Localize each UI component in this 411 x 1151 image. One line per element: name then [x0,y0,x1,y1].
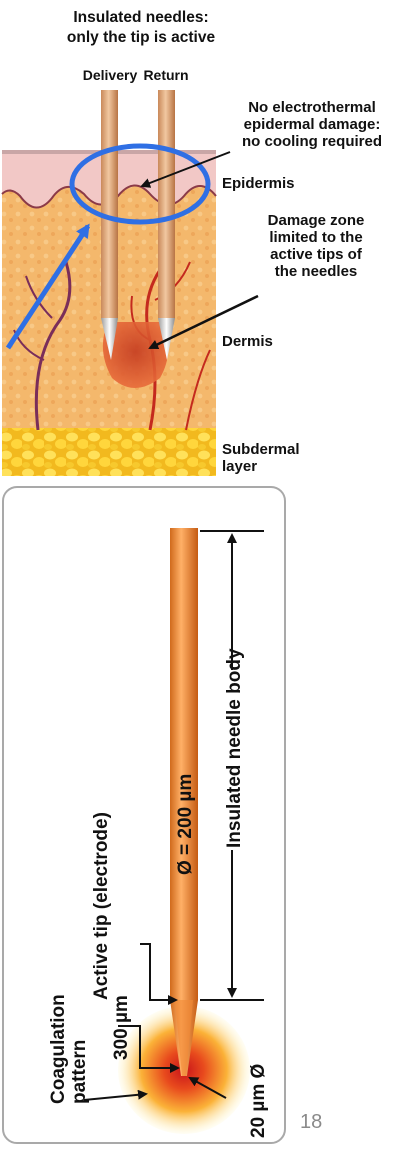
coagulation-line-2: pattern [69,1040,90,1104]
skin-cross-section [2,90,258,476]
return-needle [158,90,175,318]
return-label: Return [143,67,188,83]
needle-body-label: Insulated needle body [224,648,245,848]
damage-zone-line-4: the needles [275,263,358,280]
title-line-2: only the tip is active [67,29,216,46]
dermis-label: Dermis [222,333,273,350]
delivery-needle [101,90,118,318]
no-damage-line-3: no cooling required [242,133,382,150]
active-tip-label: Active tip (electrode) [91,812,112,1000]
diameter-label: Ø = 200 µm [175,774,196,875]
damage-zone-line-2: limited to the [269,229,362,246]
coagulation-line-1: Coagulation [48,994,69,1104]
no-damage-line-1: No electrothermal [248,99,376,116]
subdermal-layer [2,428,216,476]
page-number: 18 [300,1111,322,1133]
subdermal-line-2: layer [222,458,257,475]
tip-diameter-label: 20 µm Ø [248,1064,269,1138]
title-line-1: Insulated needles: [73,9,208,26]
epidermis-label: Epidermis [222,175,295,192]
no-damage-line-2: epidermal damage: [244,116,381,133]
delivery-label: Delivery [83,67,138,83]
damage-zone-line-1: Damage zone [268,212,365,229]
damage-zone-line-3: active tips of [270,246,363,263]
subdermal-line-1: Subdermal [222,441,300,458]
tip-length-label: 300 µm [111,995,132,1060]
